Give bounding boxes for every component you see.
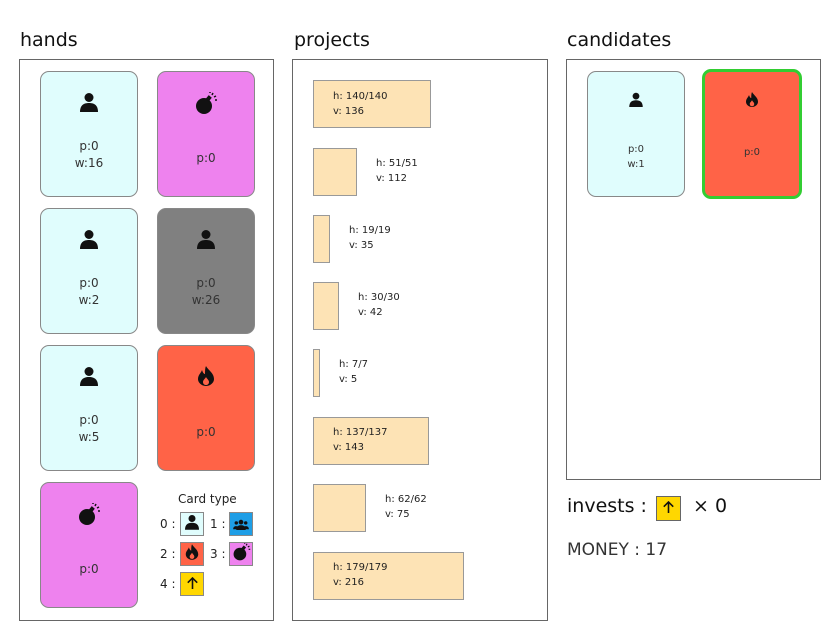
person-icon: [41, 366, 137, 388]
project-health: h: 179/179: [333, 562, 388, 573]
project-bar: [313, 282, 339, 330]
card-work: w:5: [78, 430, 100, 444]
legend-label-3: 3 :: [210, 547, 226, 561]
project-label: h: 140/140 v: 136: [333, 89, 387, 119]
project-health: h: 7/7: [339, 359, 368, 370]
projects-title: projects: [294, 29, 370, 51]
candidates-title: candidates: [567, 29, 672, 51]
project-health: h: 137/137: [333, 427, 388, 438]
project-value: v: 143: [333, 442, 365, 453]
card-points: p:0: [79, 562, 99, 576]
project-value: v: 75: [385, 509, 410, 520]
person-icon: [41, 229, 137, 251]
person-icon: [158, 229, 254, 251]
project-value: v: 136: [333, 106, 365, 117]
project-label: h: 62/62 v: 75: [385, 492, 427, 522]
project-value: v: 5: [339, 374, 358, 385]
legend-swatch-3: [229, 542, 253, 566]
person-icon: [41, 92, 137, 114]
legend-swatch-2: [180, 542, 204, 566]
fire-icon: [158, 366, 254, 388]
project-health: h: 19/19: [349, 225, 391, 236]
hand-card-6[interactable]: p:0: [40, 482, 138, 608]
card-points: p:0: [79, 276, 99, 290]
card-work: w:2: [78, 293, 100, 307]
invest-card[interactable]: [656, 496, 681, 521]
legend-swatch-4: [180, 572, 204, 596]
hands-title: hands: [20, 29, 78, 51]
project-bar: [313, 484, 366, 532]
group-icon: [233, 515, 249, 534]
project-bar: [313, 215, 330, 263]
legend-label-2: 2 :: [160, 547, 176, 561]
project-label: h: 19/19 v: 35: [349, 223, 391, 253]
card-points: p:0: [196, 276, 216, 290]
person-icon: [185, 514, 199, 534]
card-work: w:16: [74, 156, 104, 170]
project-value: v: 112: [376, 173, 408, 184]
legend-label-1: 1 :: [210, 517, 226, 531]
person-icon: [588, 92, 684, 114]
legend-swatch-1: [229, 512, 253, 536]
project-label: h: 30/30 v: 42: [358, 290, 400, 320]
projects-panel: h: 140/140 v: 136 h: 51/51 v: 112 h: 19/19…: [292, 59, 548, 621]
project-bar: [313, 417, 429, 465]
bomb-icon: [232, 542, 251, 566]
legend-title: Card type: [178, 492, 237, 506]
legend-swatch-0: [180, 512, 204, 536]
fire-icon: [705, 92, 799, 114]
bomb-icon: [158, 92, 254, 114]
project-label: h: 137/137 v: 143: [333, 425, 387, 455]
project-label: h: 51/51 v: 112: [376, 156, 418, 186]
bomb-icon: [41, 503, 137, 525]
hand-card-5[interactable]: p:0: [157, 345, 255, 471]
card-work: w:1: [627, 159, 645, 170]
project-bar: [313, 148, 357, 196]
project-value: v: 42: [358, 307, 383, 318]
card-points: p:0: [79, 139, 99, 153]
project-value: v: 35: [349, 240, 374, 251]
fire-icon: [185, 544, 199, 564]
hand-card-0[interactable]: p:0 w:16: [40, 71, 138, 197]
card-points: p:0: [743, 147, 761, 158]
card-work: w:26: [191, 293, 221, 307]
legend-label-0: 0 :: [160, 517, 176, 531]
legend-label-4: 4 :: [160, 577, 176, 591]
project-health: h: 140/140: [333, 91, 388, 102]
project-health: h: 30/30: [358, 292, 400, 303]
project-bar: [313, 80, 431, 128]
invests-count: × 0: [693, 495, 728, 517]
card-points: p:0: [196, 151, 216, 165]
hand-card-3[interactable]: p:0 w:26: [157, 208, 255, 334]
project-bar: [313, 552, 464, 600]
hand-card-1[interactable]: p:0: [157, 71, 255, 197]
candidate-card-1[interactable]: p:0: [702, 69, 802, 199]
invests-label: invests :: [567, 495, 647, 517]
card-points: p:0: [196, 425, 216, 439]
project-bar: [313, 349, 320, 397]
arrow-up-icon: [186, 575, 198, 594]
money-display: MONEY : 17: [567, 540, 668, 560]
arrow-up-icon: [663, 499, 674, 518]
project-label: h: 7/7 v: 5: [339, 357, 368, 387]
project-health: h: 62/62: [385, 494, 427, 505]
card-points: p:0: [79, 413, 99, 427]
project-label: h: 179/179 v: 216: [333, 560, 387, 590]
project-value: v: 216: [333, 577, 365, 588]
card-points: p:0: [627, 144, 645, 155]
project-health: h: 51/51: [376, 158, 418, 169]
